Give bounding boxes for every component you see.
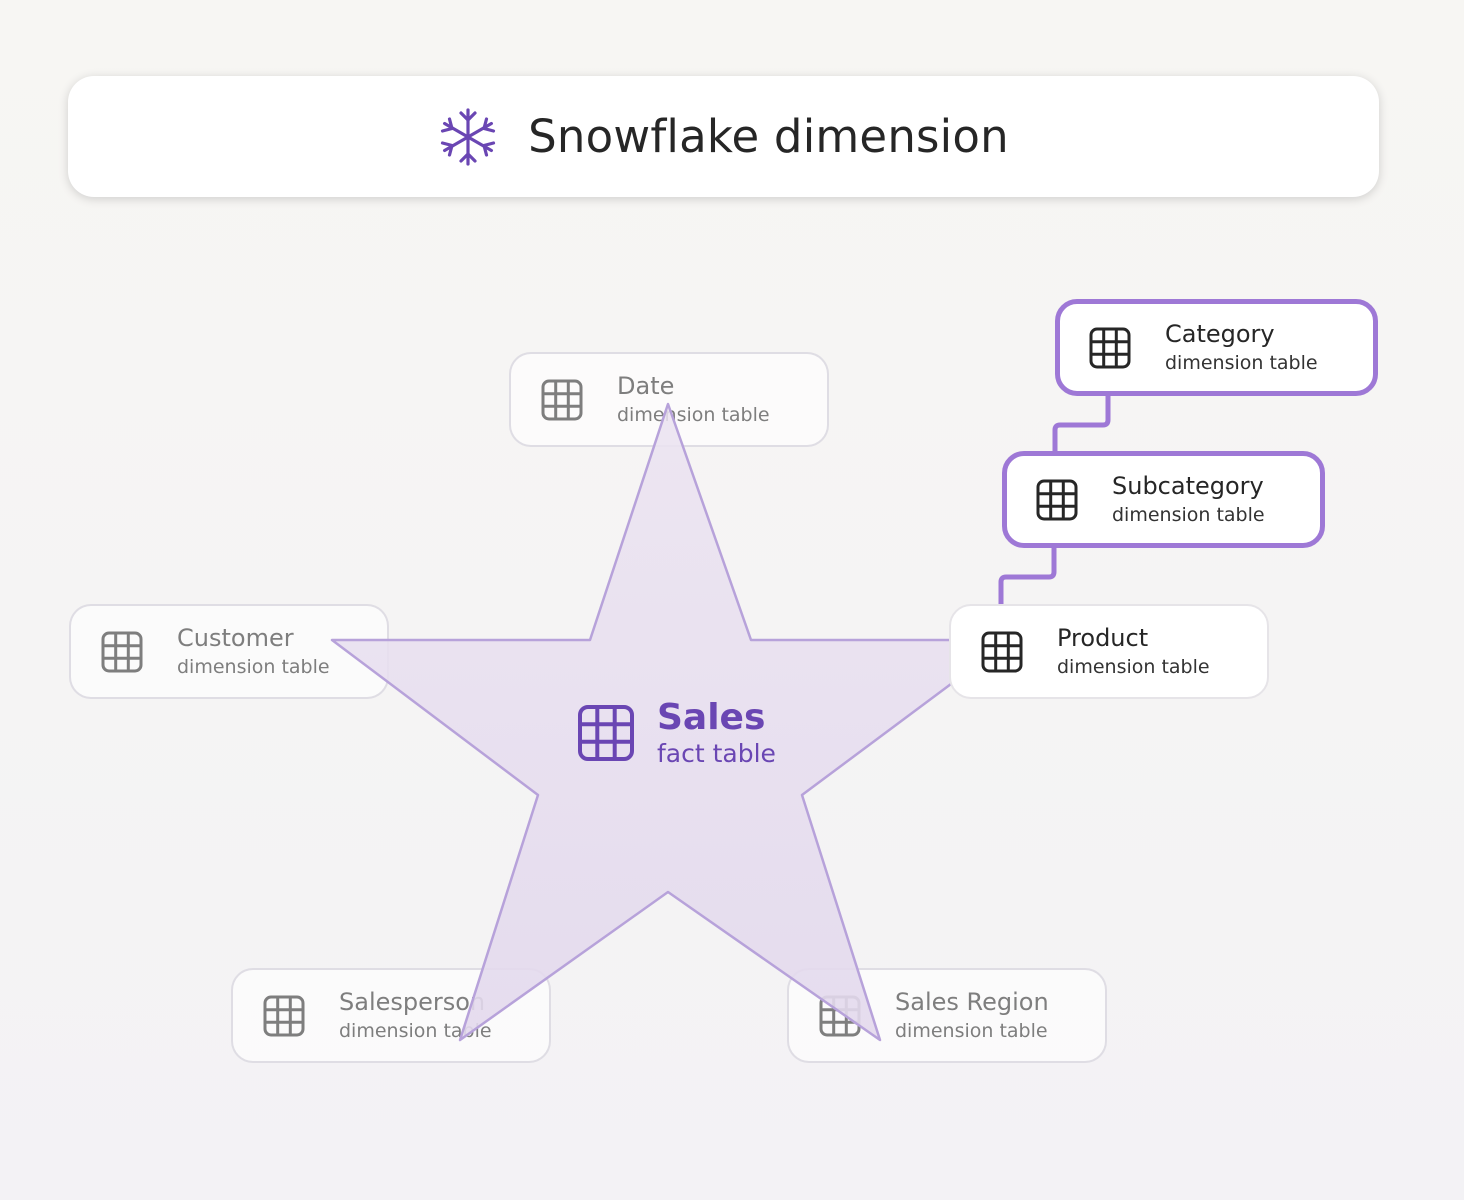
card-name: Customer: [177, 623, 294, 652]
table-grid-icon: [1036, 479, 1078, 520]
table-grid-icon: [1089, 327, 1131, 368]
table-grid-icon: [541, 379, 583, 420]
fact-table-label: Sales fact table: [577, 698, 776, 770]
card-subtitle: dimension table: [617, 403, 770, 426]
card-subtitle: dimension table: [1112, 503, 1265, 526]
product-subcategory-connector: [998, 545, 1057, 609]
snowflake-icon: [441, 107, 496, 166]
table-grid-icon: [101, 631, 143, 672]
card-name: Product: [1057, 623, 1149, 652]
category-dimension-card: Category dimension table: [1055, 299, 1378, 396]
card-subtitle: dimension table: [895, 1019, 1048, 1042]
card-name: Sales Region: [895, 987, 1049, 1016]
card-subtitle: dimension table: [1057, 655, 1210, 678]
diagram-title: Snowflake dimension: [528, 110, 1009, 163]
card-subtitle: dimension table: [177, 655, 330, 678]
star-polygon: [330, 402, 1012, 1042]
card-subtitle: dimension table: [339, 1019, 492, 1042]
card-name: Subcategory: [1112, 471, 1264, 500]
card-name: Salesperson: [339, 987, 486, 1016]
customer-dimension-card: Customer dimension table: [69, 604, 389, 699]
table-grid-icon: [578, 705, 634, 761]
title-card: Snowflake dimension: [68, 76, 1379, 197]
subcategory-dimension-card: Subcategory dimension table: [1002, 451, 1325, 548]
subcategory-category-connector: [1052, 393, 1111, 455]
card-name: Date: [617, 371, 675, 400]
card-name: Category: [1165, 319, 1275, 348]
fact-name: Sales: [657, 697, 766, 738]
table-grid-icon: [263, 995, 305, 1036]
table-grid-icon: [981, 631, 1023, 672]
card-subtitle: dimension table: [1165, 351, 1318, 374]
fact-subtitle: fact table: [657, 739, 776, 768]
product-dimension-card: Product dimension table: [949, 604, 1269, 699]
